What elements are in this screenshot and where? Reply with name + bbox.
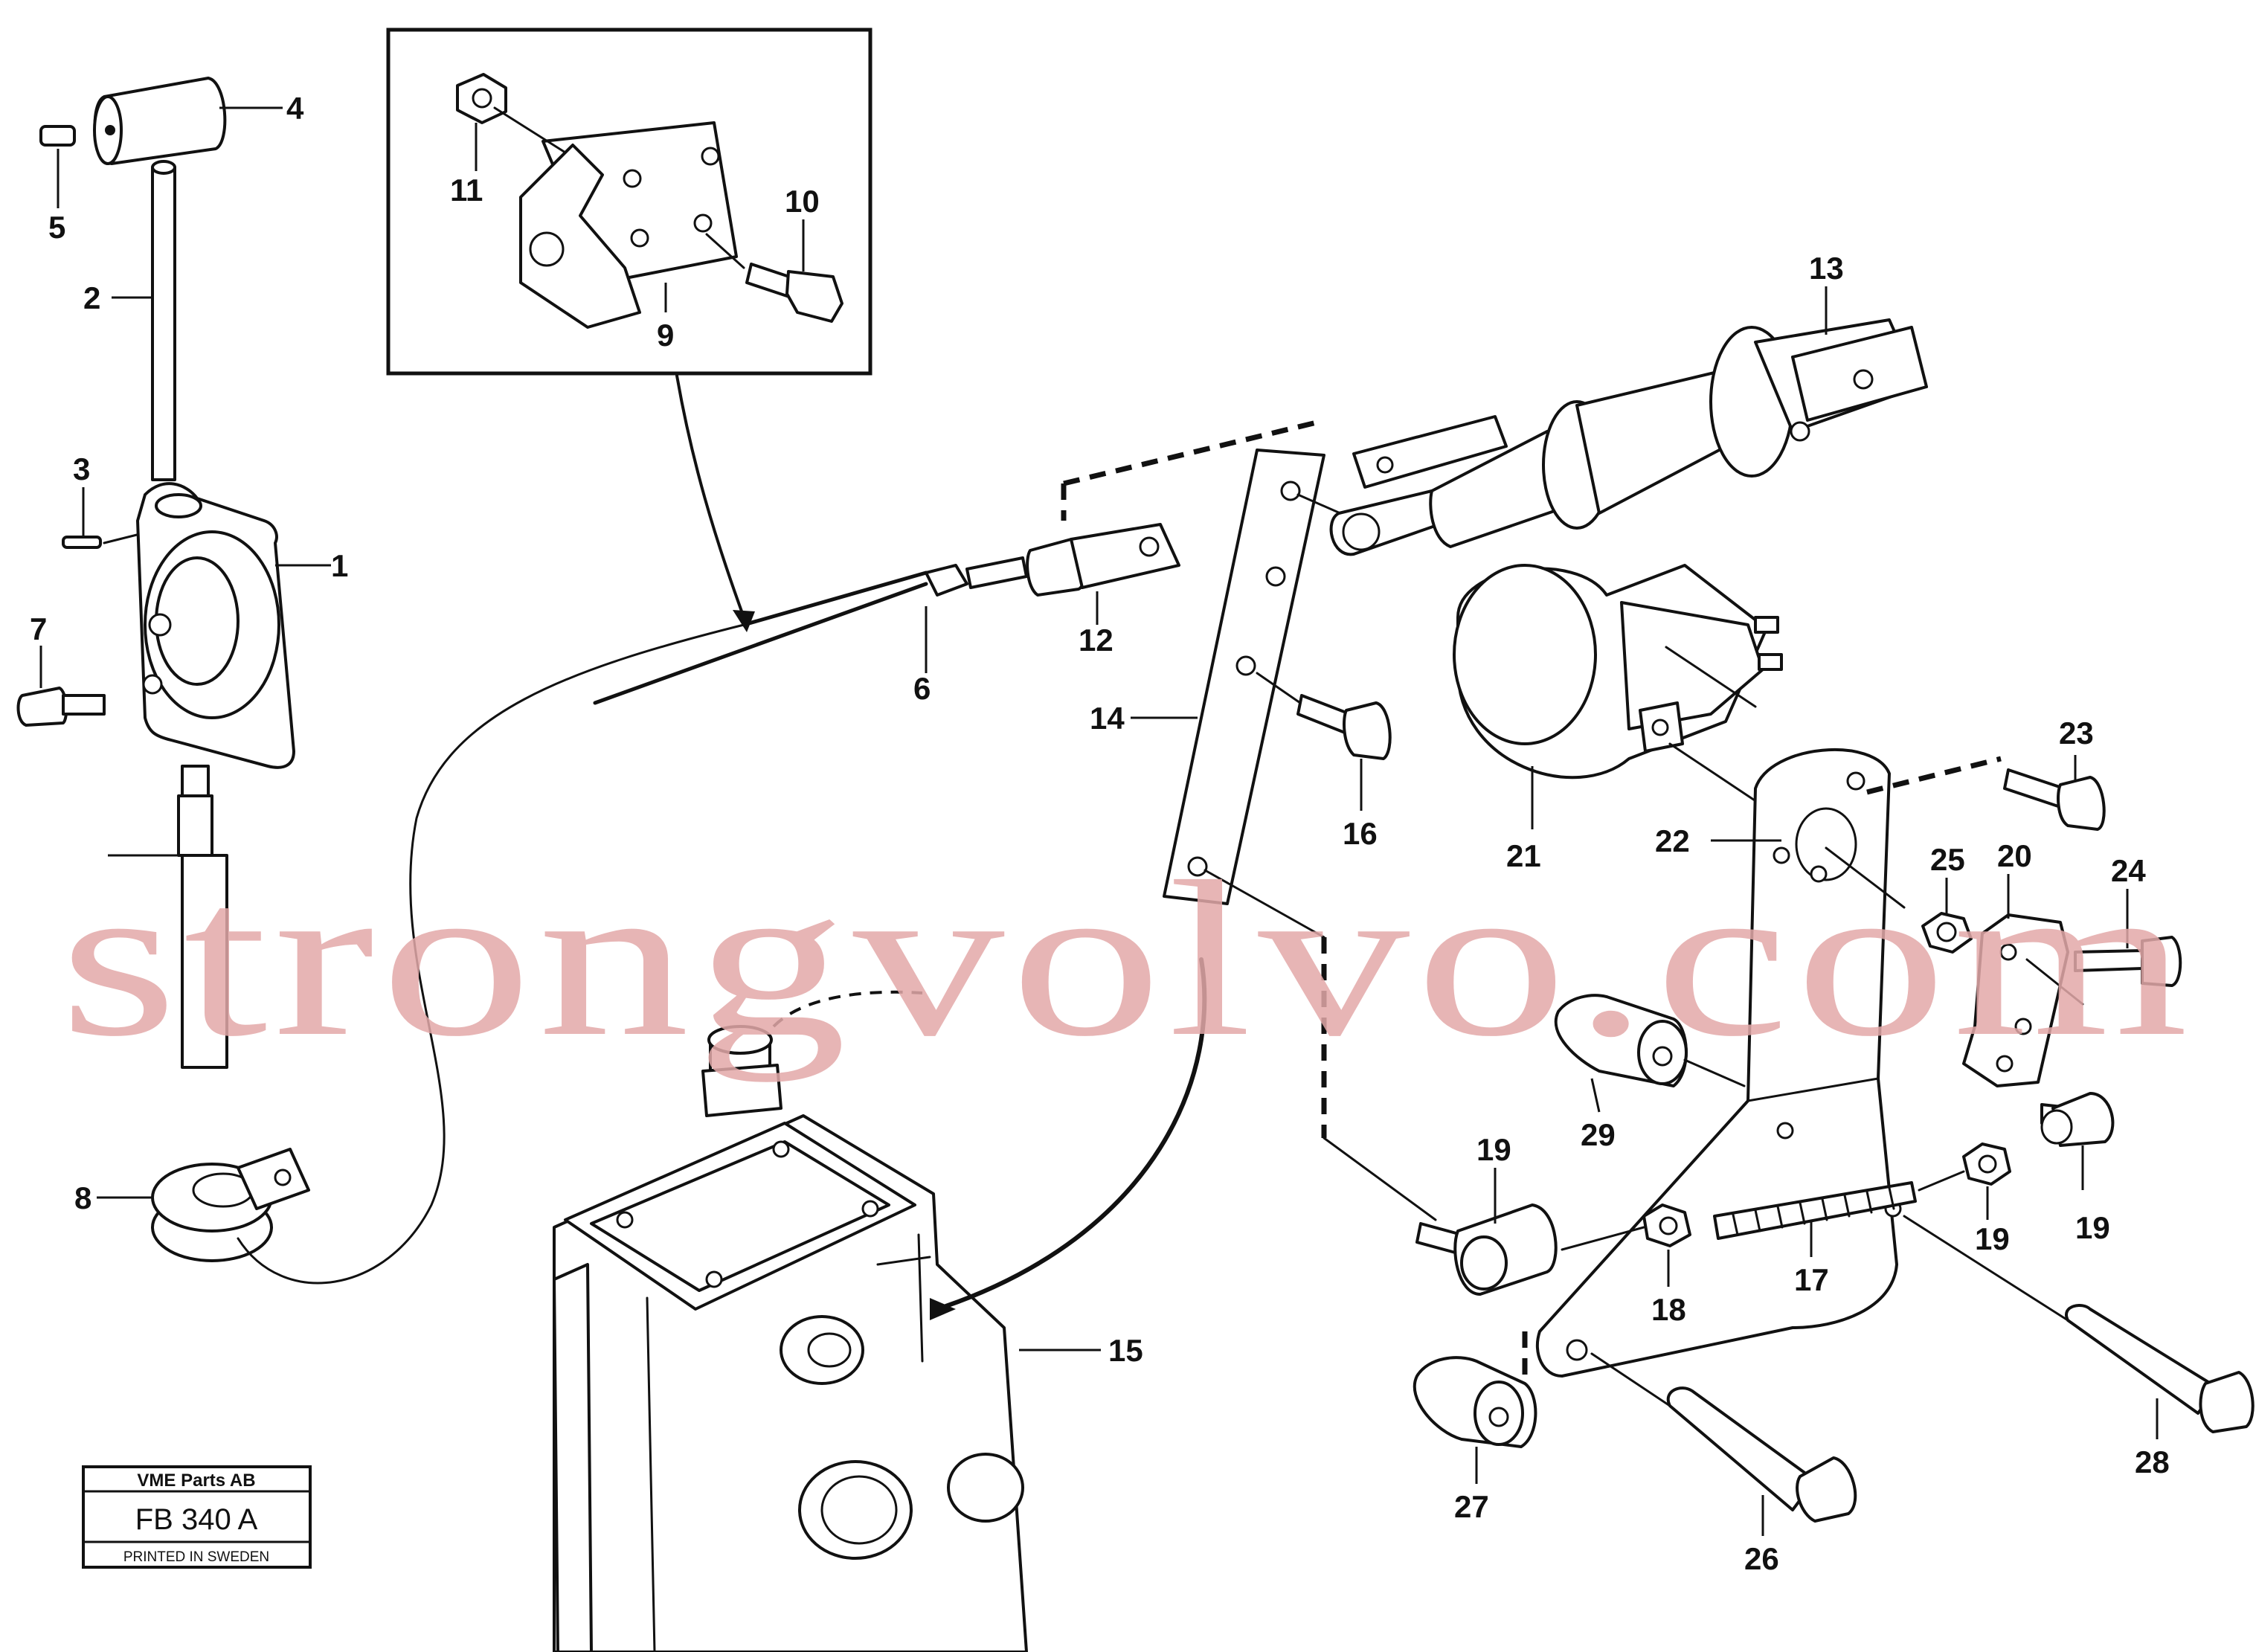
callout-15: 15 <box>1108 1333 1143 1368</box>
cable-rod-assembly <box>593 420 1317 705</box>
callout-19-left: 19 <box>1476 1132 1511 1167</box>
callout-14: 14 <box>1090 701 1125 736</box>
callout-3: 3 <box>73 451 90 486</box>
injection-pump <box>553 957 1207 1652</box>
callout-9: 9 <box>657 318 674 353</box>
callout-26: 26 <box>1744 1541 1779 1576</box>
callout-25: 25 <box>1930 842 1965 877</box>
callout-2: 2 <box>83 280 100 315</box>
callout-22: 22 <box>1655 823 1690 858</box>
callout-27: 27 <box>1454 1489 1489 1524</box>
title-code: FB 340 A <box>135 1503 258 1536</box>
callout-1: 1 <box>331 548 348 583</box>
title-company: VME Parts AB <box>137 1471 255 1491</box>
watermark: strongvolvo.com <box>60 835 2194 1083</box>
callout-7: 7 <box>30 611 47 646</box>
callout-11: 11 <box>450 173 483 208</box>
solenoid <box>1453 564 1816 842</box>
callout-20: 20 <box>1997 838 2032 873</box>
callout-17: 17 <box>1794 1262 1829 1297</box>
callout-19-right: 19 <box>2075 1210 2110 1245</box>
callout-10: 10 <box>785 184 820 219</box>
lever-assembly <box>16 77 745 1285</box>
callout-18: 18 <box>1651 1292 1686 1327</box>
inset-detail <box>386 28 872 376</box>
callout-19-middle: 19 <box>1975 1221 2010 1256</box>
bolts-lower <box>1413 1215 2255 1536</box>
spacer-29 <box>1554 994 1746 1113</box>
title-printed: PRINTED IN SWEDEN <box>123 1549 269 1565</box>
callout-12: 12 <box>1079 623 1113 658</box>
callout-23: 23 <box>2059 716 2094 751</box>
callout-28: 28 <box>2135 1444 2170 1479</box>
callout-13: 13 <box>1809 251 1844 286</box>
callout-6: 6 <box>913 671 931 706</box>
small-hardware-right <box>1825 755 2182 1190</box>
cylinder <box>1329 286 1928 556</box>
title-block: VME Parts AB FB 340 A PRINTED IN SWEDEN <box>82 1465 312 1569</box>
callout-24: 24 <box>2111 853 2146 888</box>
callout-4: 4 <box>286 91 304 126</box>
callouts: 1 2 3 4 5 6 7 8 9 10 11 12 13 14 15 16 1… <box>30 91 2170 1576</box>
callout-21: 21 <box>1506 838 1541 873</box>
linkage-rod <box>1415 1142 2011 1296</box>
callout-29: 29 <box>1581 1117 1616 1152</box>
callout-16: 16 <box>1343 816 1378 851</box>
callout-8: 8 <box>74 1180 91 1215</box>
callout-5: 5 <box>48 210 65 245</box>
